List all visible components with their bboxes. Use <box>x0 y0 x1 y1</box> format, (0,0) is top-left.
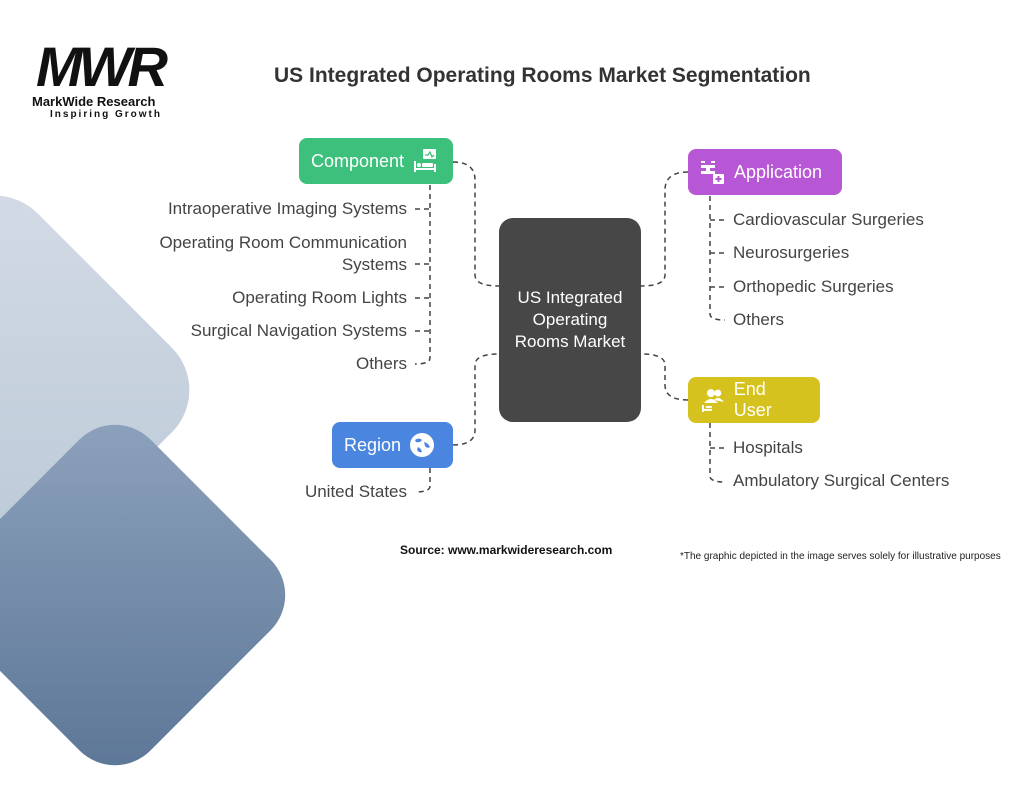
application-item: Orthopedic Surgeries <box>733 277 894 296</box>
connector-region-items <box>414 468 431 493</box>
connector-component-ticks <box>415 208 430 332</box>
connector-application-ticks <box>710 219 725 288</box>
connector-application-items <box>709 196 726 321</box>
logo-mark: MWR <box>36 35 168 98</box>
globe-icon <box>410 433 435 457</box>
category-application: Application <box>688 149 842 195</box>
hospital-bed-monitor-icon <box>414 149 437 172</box>
end-user-item: Hospitals <box>733 438 803 457</box>
logo: MWR MarkWide Research Inspiring Growth <box>32 35 192 121</box>
category-end-user-label: End User <box>733 379 772 420</box>
connector-component <box>452 161 500 287</box>
connector-application <box>640 171 689 287</box>
category-application-label: Application <box>734 161 823 182</box>
connector-lines <box>414 161 726 493</box>
component-item: Intraoperative Imaging Systems <box>167 199 407 218</box>
medical-application-icon <box>701 161 724 184</box>
connector-enduser <box>640 353 689 401</box>
component-item: Operating Room Communication Systems <box>159 233 407 274</box>
page-title: US Integrated Operating Rooms Market Seg… <box>274 64 811 87</box>
logo-tagline: Inspiring Growth <box>50 109 162 120</box>
application-item: Cardiovascular Surgeries <box>733 210 924 229</box>
application-item: Neurosurgeries <box>733 243 850 262</box>
component-item: Operating Room Lights <box>232 288 407 307</box>
center-node: US Integrated Operating Rooms Market <box>499 218 641 422</box>
users-icon <box>701 389 724 412</box>
component-item: Others <box>355 354 407 373</box>
category-component-label: Component <box>311 150 405 171</box>
application-item: Others <box>733 310 785 329</box>
logo-name: MarkWide Research <box>32 94 156 109</box>
region-item: United States <box>304 482 407 501</box>
category-component: Component <box>299 138 453 184</box>
connector-region <box>452 353 500 446</box>
disclaimer-note: *The graphic depicted in the image serve… <box>680 551 1001 562</box>
end-user-item: Ambulatory Surgical Centers <box>733 471 950 490</box>
source-text: Source: www.markwideresearch.com <box>400 543 613 557</box>
category-region: Region <box>332 422 453 468</box>
category-end-user: End User <box>688 377 820 423</box>
connector-component-items <box>414 185 431 365</box>
category-region-label: Region <box>344 434 402 455</box>
connector-enduser-items <box>709 423 726 483</box>
component-item: Surgical Navigation Systems <box>190 321 407 340</box>
